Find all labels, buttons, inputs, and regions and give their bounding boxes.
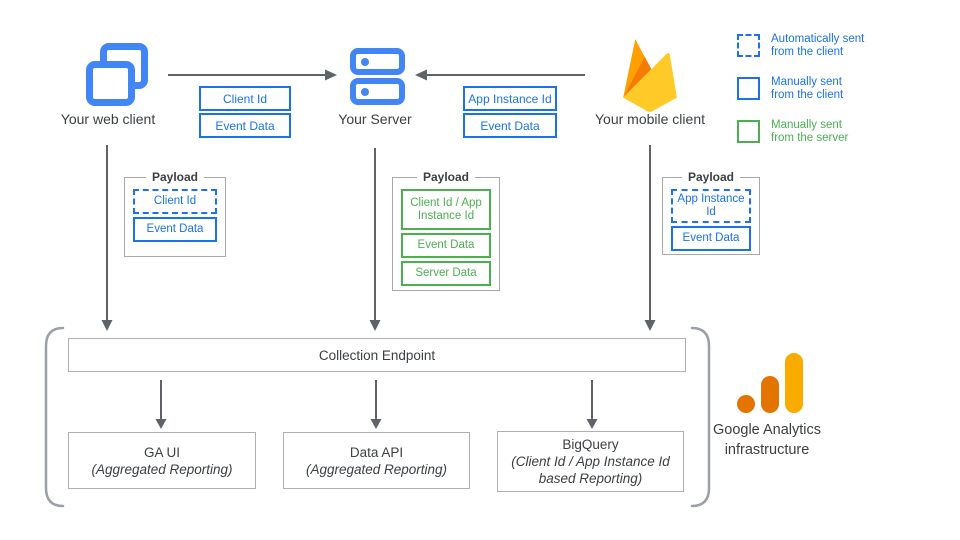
payload-item: Server Data (401, 261, 491, 286)
right-bracket (690, 326, 711, 508)
payload-web: Payload Client Id Event Data (124, 170, 226, 257)
ga-logo-bar-medium (761, 376, 779, 413)
server-label: Your Server (338, 111, 412, 127)
web-client-icon (85, 40, 151, 108)
bigquery-box: BigQuery (Client Id / App Instance Id ba… (497, 431, 684, 492)
payload-title: Payload (422, 170, 470, 184)
firebase-icon (623, 39, 677, 112)
tag-event-data: Event Data (199, 113, 291, 138)
arrowhead-down-icon (369, 320, 381, 331)
payload-item: App Instance Id (671, 189, 751, 223)
payload-server: Payload Client Id / App Instance Id Even… (392, 170, 500, 291)
payload-title: Payload (151, 170, 199, 184)
output-name: Data API (349, 444, 404, 460)
payload-item: Client Id (133, 189, 217, 214)
collection-endpoint-box: Collection Endpoint (68, 338, 686, 372)
payload-item: Event Data (671, 226, 751, 251)
payload-title: Payload (687, 170, 735, 184)
server-rack-bottom (350, 78, 405, 105)
payload-item: Client Id / App Instance Id (401, 189, 491, 230)
ga-logo-dot (737, 395, 755, 413)
mobile-client-label: Your mobile client (595, 111, 705, 127)
arrowhead-down-icon (586, 419, 598, 429)
tag-client-id: Client Id (199, 86, 291, 111)
ga-ui-box: GA UI (Aggregated Reporting) (68, 432, 256, 489)
output-sub: (Aggregated Reporting) (305, 461, 448, 477)
output-name: BigQuery (562, 437, 619, 452)
left-bracket (44, 326, 65, 508)
output-sub: (Client Id / App Instance Id based Repor… (511, 454, 670, 486)
collection-endpoint-label: Collection Endpoint (318, 347, 436, 363)
payload-mobile: Payload App Instance Id Event Data (662, 170, 760, 255)
server-rack-top (350, 48, 405, 75)
payload-item: Event Data (133, 217, 217, 242)
google-analytics-logo-icon (737, 353, 803, 413)
infrastructure-caption: Google Analytics infrastructure (712, 422, 821, 458)
solid-green-square-icon (737, 120, 760, 143)
arrowhead-right-icon (325, 69, 337, 81)
payload-item: Event Data (401, 233, 491, 258)
dashed-blue-square-icon (737, 34, 760, 57)
arrowhead-left-icon (415, 69, 427, 81)
rack-led-icon (361, 87, 369, 96)
ga-logo-bar-tall (785, 353, 803, 413)
data-api-box: Data API (Aggregated Reporting) (283, 432, 470, 489)
window-front-shape (86, 61, 135, 106)
tag-app-instance-id: App Instance Id (463, 86, 557, 111)
output-name: GA UI (143, 444, 180, 460)
web-client-label: Your web client (60, 111, 156, 127)
arrowhead-down-icon (101, 320, 113, 331)
arrowhead-down-icon (370, 419, 382, 429)
rack-led-icon (361, 57, 369, 66)
arrowhead-down-icon (155, 419, 167, 429)
output-sub: (Aggregated Reporting) (91, 461, 233, 477)
solid-blue-square-icon (737, 77, 760, 100)
arrowhead-down-icon (644, 320, 656, 331)
server-icon (350, 48, 406, 106)
tag-event-data: Event Data (463, 113, 557, 138)
